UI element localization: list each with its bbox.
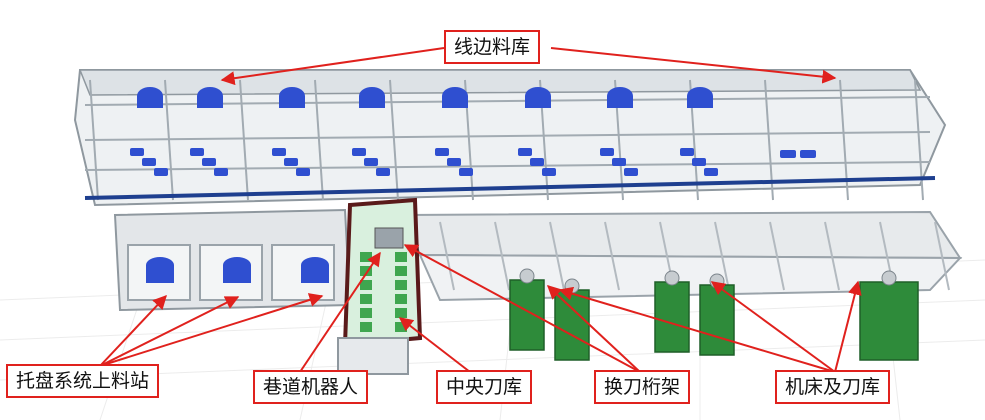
tool-holder [692,158,706,166]
tool-holder [284,158,298,166]
tool-holder [780,150,796,158]
pallet-loading-station [113,208,352,312]
tool-holder [600,148,614,156]
tool-slot [360,266,372,276]
tool-drum-icon [525,96,551,108]
tool-holder [459,168,473,176]
tool-holder [624,168,638,176]
tool-holder [352,148,366,156]
gantry-rib [934,221,950,291]
tool-holder [154,168,168,176]
tool-slot [360,308,372,318]
tool-slot [395,322,407,332]
tool-slot [360,252,372,262]
tool-drum-icon [146,265,174,283]
tool-magazine-icon [664,270,680,286]
tool-holder [435,148,449,156]
label-aisle-robot: 巷道机器人 [253,370,369,404]
tool-holder [376,168,390,176]
tool-drum-icon [607,96,633,108]
callout-lines [99,47,862,373]
rack-beam [84,131,931,141]
tool-holder [202,158,216,166]
tool-holder [680,148,694,156]
tool-drum-icon [197,96,223,108]
gantry-rib [824,221,840,291]
tool-holder [214,168,228,176]
tool-magazine-icon [519,268,535,284]
tool-drum-icon [359,96,385,108]
tool-holder [272,148,286,156]
tool-holder [296,168,310,176]
gantry-rib [714,221,730,291]
tool-holder [800,150,816,158]
label-pallet-loading-station: 托盘系统上料站 [6,364,160,398]
rack-post [314,79,324,201]
tool-drum-icon [279,96,305,108]
tool-magazine-icon [881,270,897,286]
gantry-rib [439,221,455,291]
rack-post [389,79,399,201]
tool-slot [395,266,407,276]
tool-holder [518,148,532,156]
label-tool-change-gantry: 换刀桁架 [594,370,691,404]
label-central-tool-magazine: 中央刀库 [436,370,533,404]
label-side-tool-store: 线边料库 [444,30,541,64]
rack-post [239,79,249,201]
tool-holder [530,158,544,166]
tool-slot [395,252,407,262]
tool-slot [360,280,372,290]
tool-holder [612,158,626,166]
tool-holder [190,148,204,156]
tool-slot [360,322,372,332]
machine-tool-row [509,268,919,361]
machine-tool-icon [509,279,545,351]
tool-slot [395,280,407,290]
label-machine-and-tool-magazine: 机床及刀库 [775,370,891,404]
gantry-rib [604,221,620,291]
tool-drum-icon [301,265,329,283]
machine-tool-icon [554,289,590,361]
aisle-robot-cell [337,197,423,375]
side-tool-store-rack [73,69,947,207]
gantry-rib [549,221,565,291]
tool-holder [142,158,156,166]
gantry-rib [769,221,785,291]
tool-drum-icon [137,96,163,108]
rack-beam [84,96,931,106]
tool-holder [130,148,144,156]
tool-holder [704,168,718,176]
tool-slot [360,294,372,304]
tool-holder [447,158,461,166]
tool-slot [395,308,407,318]
tool-slot [395,294,407,304]
tool-holder [542,168,556,176]
machine-tool-icon [859,281,919,361]
tool-drum-icon [442,96,468,108]
tool-magazine-icon [564,278,580,294]
tool-drum-icon [687,96,713,108]
machine-tool-icon [654,281,690,353]
tool-holder [364,158,378,166]
pallet-bay [199,244,263,301]
gantry-rib [494,221,510,291]
tool-drum-icon [223,265,251,283]
